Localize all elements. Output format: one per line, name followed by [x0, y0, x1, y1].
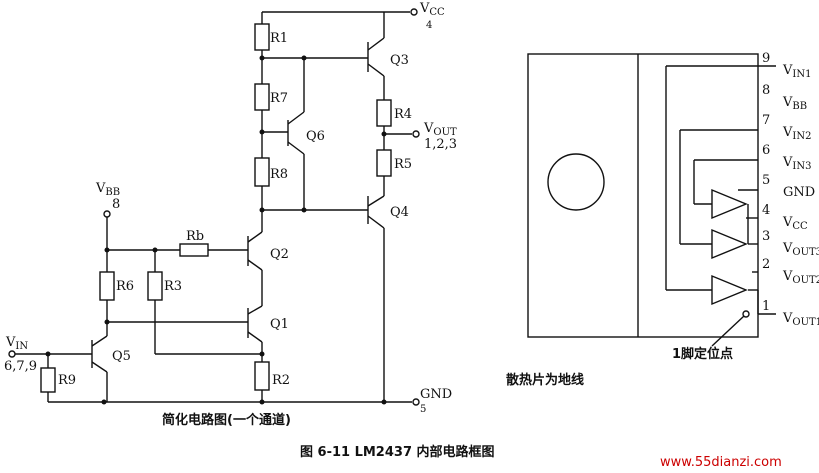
- pin-name-3: VOUT3: [782, 241, 819, 258]
- pin1-mark-label: 1脚定位点: [672, 346, 733, 362]
- simplified-caption: 简化电路图(一个通道): [162, 412, 291, 428]
- vbb-label: VBB: [95, 181, 120, 198]
- q6-label: Q6: [306, 129, 325, 144]
- resistor-r7: [254, 83, 270, 111]
- r4-label: R4: [394, 107, 412, 122]
- vbb-pin: 8: [112, 197, 120, 212]
- q3-label: Q3: [390, 53, 409, 68]
- pin-number-7: 7: [762, 113, 770, 128]
- q1-label: Q1: [270, 317, 289, 332]
- pin-name-1: VOUT1: [782, 311, 819, 328]
- amplifier-2: [711, 228, 748, 260]
- q5-label: Q5: [112, 349, 131, 364]
- mounting-hole: [547, 153, 605, 211]
- q4-label: Q4: [390, 205, 409, 220]
- gnd-label: GND: [420, 387, 452, 402]
- pin1-mark-circle: [742, 310, 750, 318]
- simplified-circuit: VCC 4 R1 R7 R8 Q3 R4 R5 Q6 Q4 VOUT 1,2,3…: [4, 1, 457, 415]
- heatsink-note: 散热片为地线: [506, 372, 584, 388]
- pin-name-9: VIN1: [782, 63, 811, 80]
- rb-label: Rb: [186, 229, 204, 244]
- pin-number-4: 4: [762, 203, 770, 218]
- figure-caption: 图 6-11 LM2437 内部电路框图: [300, 444, 495, 460]
- vin-pins: 6,7,9: [4, 359, 37, 374]
- pin-number-6: 6: [762, 143, 770, 158]
- resistor-r8: [254, 157, 270, 187]
- pin-name-6: VIN3: [782, 155, 811, 172]
- pin-number-3: 3: [762, 229, 770, 244]
- package-diagram: [527, 53, 776, 347]
- vcc-label: VCC: [419, 1, 445, 18]
- pin-name-2: VOUT2: [782, 269, 819, 286]
- pin-number-8: 8: [762, 83, 770, 98]
- r5-label: R5: [394, 157, 412, 172]
- pin-number-2: 2: [762, 257, 770, 272]
- resistor-r1: [254, 23, 270, 51]
- pin-number-1: 1: [762, 299, 770, 314]
- package-outline: [527, 53, 759, 338]
- q2-label: Q2: [270, 247, 289, 262]
- r1-label: R1: [270, 31, 288, 46]
- r8-label: R8: [270, 167, 288, 182]
- r7-label: R7: [270, 91, 288, 106]
- gnd-terminal: [412, 398, 420, 406]
- vcc-pin: 4: [426, 20, 432, 31]
- vout-terminal: [412, 130, 420, 138]
- r2-label: R2: [272, 373, 290, 388]
- resistor-rb: [179, 243, 209, 257]
- vbb-terminal: [103, 210, 111, 218]
- resistor-r5: [376, 149, 392, 177]
- pin-name-4: VCC: [782, 215, 808, 232]
- r3-label: R3: [164, 279, 182, 294]
- amplifier-3: [711, 274, 748, 306]
- vout-label: VOUT: [423, 121, 457, 138]
- pin-name-7: VIN2: [782, 125, 811, 142]
- resistor-r2: [254, 361, 270, 391]
- vcc-terminal: [410, 8, 418, 16]
- vin-terminal: [8, 350, 16, 358]
- vout-pins: 1,2,3: [424, 137, 457, 152]
- watermark: www.55dianzi.com: [660, 455, 782, 470]
- pin-name-5: GND: [783, 185, 815, 200]
- resistor-r3: [147, 271, 163, 301]
- r9-label: R9: [58, 373, 76, 388]
- resistor-r4: [376, 99, 392, 127]
- r6-label: R6: [116, 279, 134, 294]
- gnd-pin: 5: [420, 404, 426, 415]
- resistor-r9: [40, 367, 56, 393]
- pin-number-5: 5: [762, 173, 770, 188]
- pin-number-9: 9: [762, 51, 770, 66]
- resistor-r6: [99, 271, 115, 301]
- pin-name-8: VBB: [782, 95, 807, 112]
- amplifier-1: [711, 188, 748, 220]
- vin-label: VIN: [5, 335, 28, 352]
